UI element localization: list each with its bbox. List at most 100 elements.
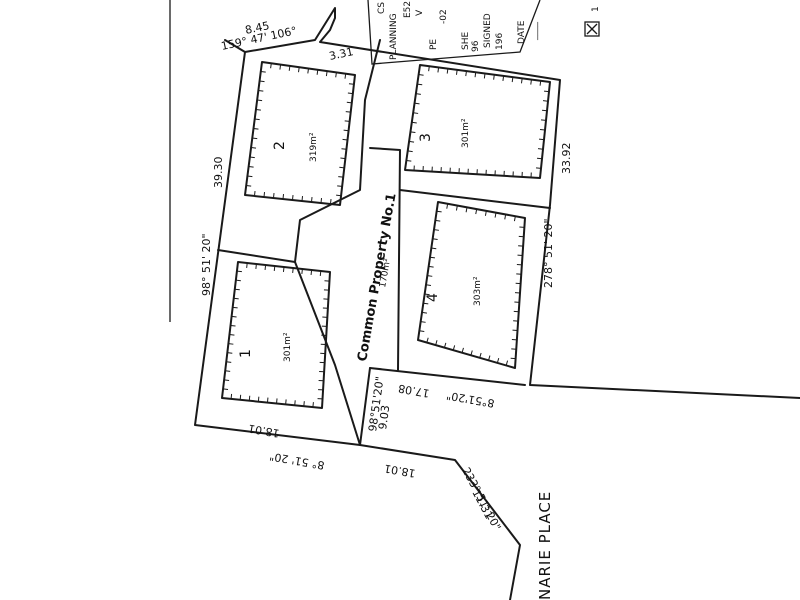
hatch-tick	[496, 357, 500, 364]
hatch-tick	[427, 275, 433, 277]
hatch-tick	[228, 343, 234, 345]
hatch-tick	[229, 334, 235, 336]
hatch-tick	[530, 79, 532, 85]
boxed-x-icon	[584, 21, 600, 37]
hatch-tick	[235, 279, 241, 282]
hatch-tick	[251, 147, 257, 149]
lot-2-number: 2	[272, 141, 288, 150]
hatch-tick	[249, 156, 255, 159]
hatch-tick	[260, 71, 266, 73]
hatch-tick	[428, 265, 434, 268]
hatch-tick	[273, 192, 275, 199]
hatch-tick	[479, 352, 482, 358]
hatch-tick	[539, 80, 542, 86]
hatch-tick	[543, 90, 550, 93]
common-right-edge	[369, 147, 401, 371]
stamp-planning: PLANNING	[389, 13, 399, 60]
hatch-tick	[246, 262, 248, 269]
dim-lot4-bottom: 17.08	[397, 382, 430, 400]
lot3-division	[399, 189, 551, 209]
hatch-tick	[344, 73, 347, 79]
hatch-tick	[424, 293, 430, 296]
hatch-tick	[254, 118, 260, 121]
hatch-tick	[535, 167, 542, 169]
hatch-tick	[455, 69, 458, 75]
hatch-tick	[319, 270, 322, 277]
hatch-tick	[420, 321, 426, 323]
lot-1-area: 301m²	[283, 332, 293, 362]
hatch-tick	[419, 330, 425, 333]
lot2-division	[294, 39, 381, 263]
dim-right-length: 33.92	[560, 143, 573, 175]
hatch-tick	[418, 74, 424, 76]
hatch-tick	[520, 78, 523, 84]
hatch-tick	[470, 350, 473, 356]
common-left-edge	[294, 261, 361, 446]
corner-label: 1	[591, 6, 601, 12]
hatch-tick	[254, 190, 256, 197]
hatch-tick	[298, 67, 300, 73]
hatch-tick	[224, 379, 230, 381]
hatch-tick	[539, 128, 546, 131]
hatch-tick	[232, 306, 238, 309]
lot-4-area: 303m²	[473, 276, 483, 306]
hatch-tick	[461, 347, 464, 353]
dim-bottom-front: 18.01	[383, 462, 416, 480]
hatch-tick	[541, 109, 548, 112]
hatch-tick	[252, 137, 258, 140]
hatch-tick	[288, 65, 291, 71]
dim-bottom-bearing: 8° 51' 20"	[269, 449, 326, 471]
hatch-tick	[247, 175, 253, 178]
hatch-tick	[336, 194, 342, 197]
hatch-tick	[432, 238, 438, 241]
dim-top-segment: 3.31	[328, 45, 355, 63]
hatch-tick	[536, 157, 543, 160]
stamp-fragment-cs: CS	[377, 2, 387, 14]
lot1-building	[221, 261, 331, 409]
hatch-tick	[443, 342, 447, 348]
hatch-tick	[255, 263, 257, 270]
hatch-tick	[513, 216, 516, 222]
hatch-tick	[273, 265, 276, 272]
hatch-tick	[502, 75, 505, 81]
hatch-tick	[493, 74, 495, 80]
hatch-tick	[341, 148, 347, 150]
hatch-tick	[484, 210, 487, 216]
hatch-tick	[425, 284, 432, 287]
hatch-tick	[511, 77, 514, 83]
hatch-tick	[301, 268, 303, 275]
stamp-fragment-e52: E52	[403, 1, 413, 18]
hatch-tick	[227, 352, 233, 354]
hatch-tick	[452, 345, 456, 351]
hatch-tick	[335, 72, 337, 78]
hatch-tick	[253, 128, 259, 130]
hatch-tick	[433, 229, 440, 231]
hatch-tick	[347, 92, 353, 95]
hatch-tick	[292, 194, 294, 201]
hatch-tick	[343, 129, 349, 132]
hatch-tick	[494, 212, 497, 218]
hatch-tick	[236, 270, 242, 273]
hatch-tick	[483, 73, 486, 79]
lot-4-number: 4	[425, 293, 441, 302]
hatch-tick	[437, 67, 440, 73]
hatch-tick	[435, 219, 441, 222]
hatch-tick	[426, 337, 429, 343]
hatch-tick	[234, 288, 240, 291]
stamp-fragment-96: 96	[471, 40, 481, 52]
hatch-tick	[255, 109, 261, 111]
lot3-building	[404, 64, 551, 179]
hatch-tick	[436, 210, 442, 213]
hatch-tick	[431, 247, 437, 250]
lot-3-number: 3	[418, 133, 434, 142]
hatch-tick	[264, 264, 267, 271]
hatch-tick	[465, 207, 468, 213]
hatch-tick	[540, 119, 547, 121]
lot-1-number: 1	[238, 349, 254, 358]
hatch-tick	[316, 69, 319, 75]
lot4-building	[417, 201, 526, 369]
dim-right-bearing: 278° 51' 20"	[542, 218, 555, 288]
dim-left-length: 39.30	[212, 157, 225, 189]
common-property-label: Common Property No.1	[355, 192, 399, 363]
hatch-tick	[270, 63, 272, 69]
